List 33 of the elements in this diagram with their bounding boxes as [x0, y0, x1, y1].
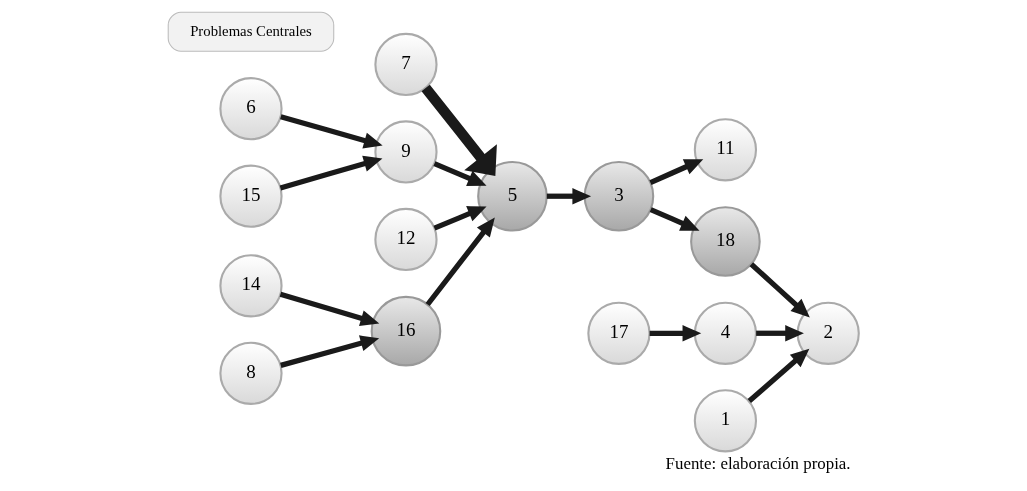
node-circle: 18 [690, 206, 761, 277]
arrow [421, 84, 497, 176]
node-circle: 4 [693, 301, 758, 365]
node-circle: 2 [796, 301, 860, 365]
arrow [433, 161, 487, 186]
arrow [279, 291, 380, 327]
node-circle: 5 [477, 160, 548, 232]
arrow [280, 335, 380, 368]
arrow [433, 206, 487, 231]
arrow [280, 114, 383, 149]
arrow [649, 325, 702, 342]
node-circle: 14 [219, 254, 283, 318]
arrow [546, 188, 592, 205]
node-circle: 1 [693, 389, 758, 453]
caption: Fuente: elaboración propia. [665, 454, 851, 474]
node-circle: 8 [219, 341, 283, 405]
node-circle: 6 [219, 77, 283, 141]
arrow [279, 155, 383, 191]
node-box: Problemas Centrales [167, 11, 335, 52]
arrow [649, 207, 700, 231]
arrow [425, 217, 495, 307]
node-circle: 17 [587, 301, 651, 365]
node-circle: 12 [374, 207, 438, 272]
node-circle: 16 [370, 295, 442, 367]
node-circle: 3 [583, 160, 655, 232]
node-circle: 9 [374, 120, 438, 184]
node-circle: 11 [693, 118, 758, 182]
node-circle: 7 [374, 32, 438, 97]
arrow [756, 325, 804, 342]
arrow [649, 159, 704, 186]
node-circle: 15 [219, 164, 283, 228]
arrow [749, 262, 810, 318]
arrow [747, 348, 810, 403]
